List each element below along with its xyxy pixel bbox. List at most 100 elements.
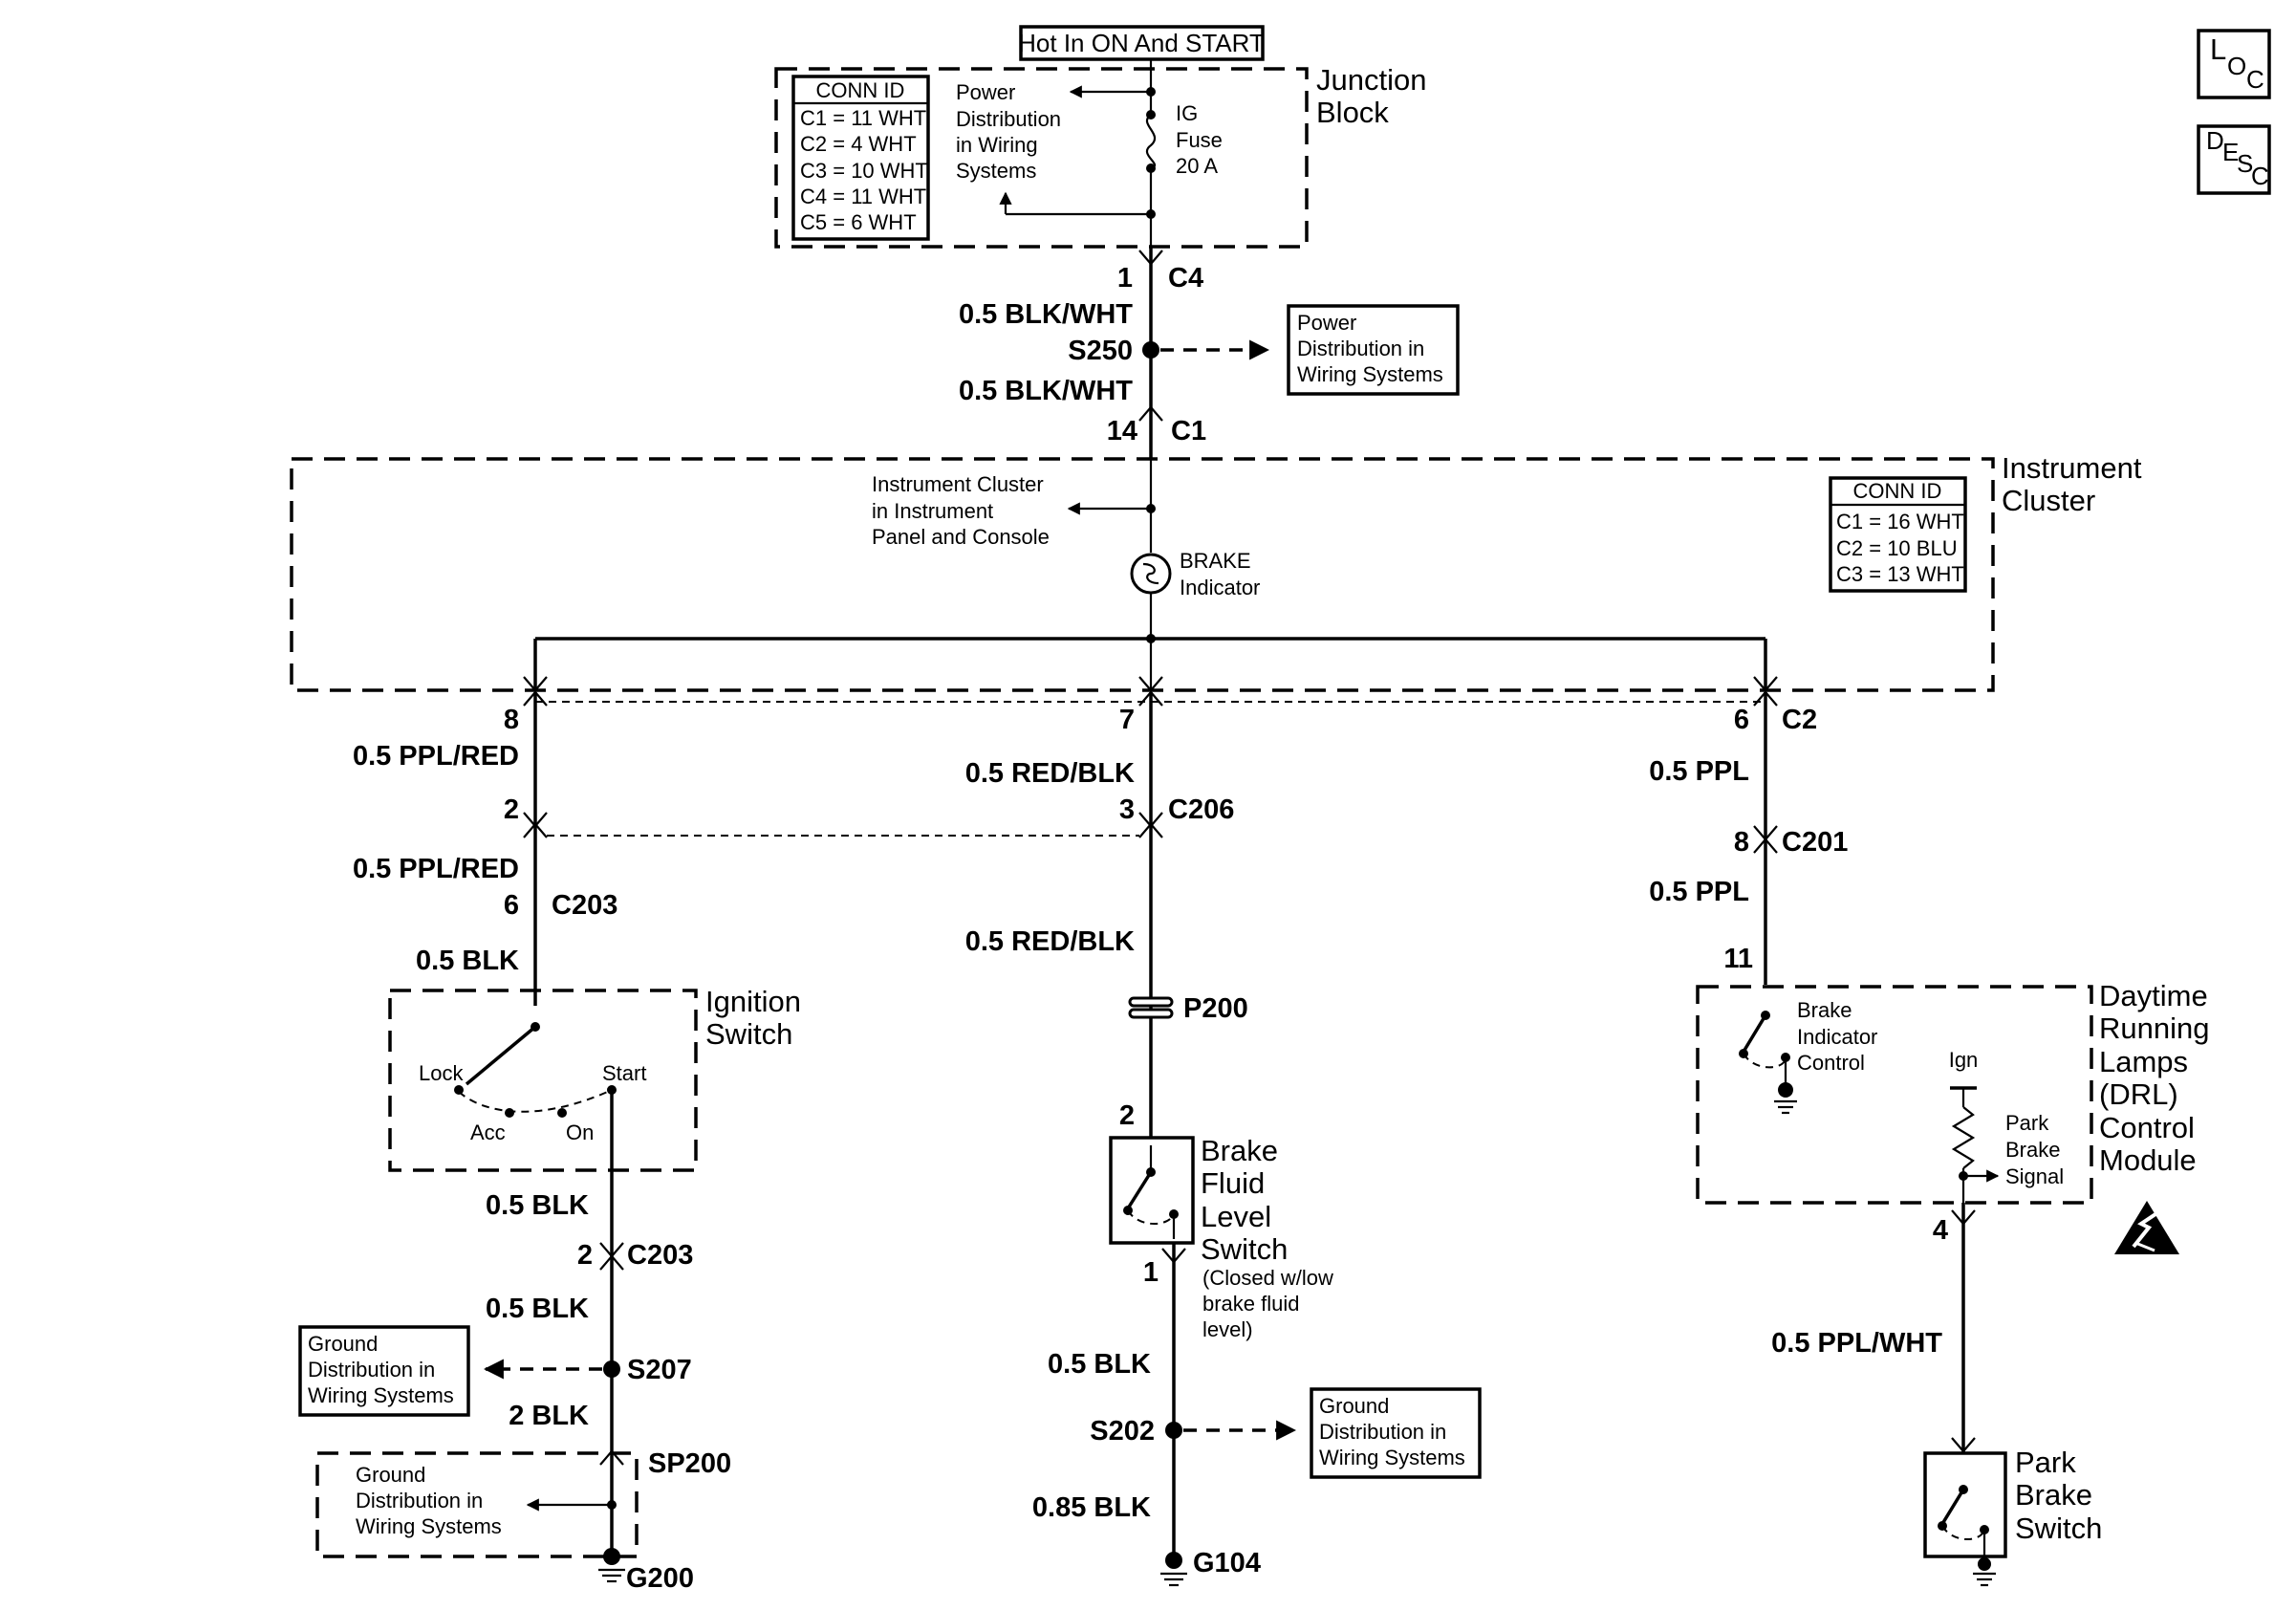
svg-text:G104: G104 (1193, 1548, 1261, 1578)
svg-text:level): level) (1202, 1317, 1253, 1341)
instrument-cluster: Instrument Cluster CONN ID C1 = 16 WHT C… (290, 451, 2142, 692)
svg-text:Ground: Ground (308, 1332, 378, 1356)
svg-text:0.5 RED/BLK: 0.5 RED/BLK (965, 926, 1135, 957)
svg-text:2: 2 (1119, 1100, 1135, 1131)
svg-text:C4 = 11 WHT: C4 = 11 WHT (800, 185, 926, 208)
svg-text:L: L (2210, 33, 2226, 66)
svg-text:Fuse: Fuse (1176, 128, 1223, 152)
svg-text:C2: C2 (1782, 705, 1817, 735)
g200-ground-icon (603, 1548, 620, 1565)
svg-text:C3 = 10 WHT: C3 = 10 WHT (800, 159, 928, 183)
svg-text:C203: C203 (627, 1240, 693, 1271)
svg-text:20 A: 20 A (1176, 154, 1218, 178)
svg-text:Wiring Systems: Wiring Systems (1297, 362, 1443, 386)
svg-text:Daytime: Daytime (2099, 979, 2208, 1012)
brake-fluid-level-switch: Brake Fluid Level Switch (Closed w/low b… (1109, 1134, 1333, 1341)
svg-text:On: On (566, 1120, 594, 1144)
svg-text:Systems: Systems (956, 159, 1036, 183)
c4-connector-icon (1138, 250, 1163, 266)
svg-text:Module: Module (2099, 1143, 2197, 1177)
ig-fuse-icon (1145, 114, 1157, 170)
center-branch: 7 0.5 RED/BLK 3 C206 0.5 RED/BLK P200 2 … (965, 690, 1482, 1587)
svg-text:C1 = 16 WHT: C1 = 16 WHT (1836, 510, 1964, 533)
svg-text:0.5 BLK/WHT: 0.5 BLK/WHT (959, 376, 1133, 406)
svg-text:C206: C206 (1168, 794, 1234, 825)
drl-control-module: Daytime Running Lamps (DRL) Control Modu… (1696, 979, 2209, 1205)
svg-text:Level: Level (1201, 1200, 1271, 1233)
svg-text:Park: Park (2015, 1446, 2076, 1479)
svg-text:C2 = 10 BLU: C2 = 10 BLU (1836, 536, 1958, 560)
brake-indicator-bulb-icon (1130, 553, 1172, 595)
svg-text:Wiring Systems: Wiring Systems (356, 1514, 502, 1538)
svg-text:1: 1 (1143, 1257, 1159, 1288)
svg-text:0.5 PPL: 0.5 PPL (1649, 877, 1749, 907)
svg-text:C: C (2251, 162, 2269, 190)
sp200-ground-block: Ground Distribution in Wiring Systems (315, 1451, 639, 1558)
svg-text:Switch: Switch (1201, 1232, 1288, 1266)
svg-text:Control: Control (2099, 1111, 2195, 1144)
svg-text:1: 1 (1117, 263, 1133, 294)
svg-text:2 BLK: 2 BLK (509, 1401, 589, 1431)
svg-text:(Closed w/low: (Closed w/low (1202, 1266, 1333, 1290)
svg-text:C1: C1 (1171, 416, 1206, 446)
svg-text:Control: Control (1797, 1051, 1865, 1075)
svg-text:Cluster: Cluster (2002, 484, 2095, 517)
svg-text:S: S (2237, 149, 2253, 178)
svg-text:0.5 BLK: 0.5 BLK (416, 946, 519, 976)
esd-warning-icon (2114, 1201, 2179, 1254)
svg-text:C4: C4 (1168, 263, 1203, 294)
right-branch: 6 C2 0.5 PPL 8 C201 0.5 PPL 11 Daytime R… (1649, 690, 2209, 1587)
svg-text:6: 6 (504, 890, 519, 921)
svg-text:C3 = 13 WHT: C3 = 13 WHT (1836, 562, 1964, 586)
svg-text:Power: Power (1297, 311, 1356, 335)
svg-text:0.5 PPL: 0.5 PPL (1649, 756, 1749, 787)
svg-text:Distribution in: Distribution in (356, 1489, 483, 1512)
desc-icon[interactable]: D E S C (2197, 124, 2271, 195)
park-brake-signal-circuit: Ign Park Brake Signal (1949, 1048, 2064, 1203)
svg-text:S207: S207 (627, 1355, 692, 1385)
s202-splice-icon (1165, 1422, 1182, 1439)
svg-text:Distribution in: Distribution in (308, 1358, 435, 1382)
cluster-ref-label: Instrument Cluster in Instrument Panel a… (872, 472, 1050, 549)
ig-fuse-label: IG Fuse 20 A (1176, 101, 1223, 178)
svg-text:11: 11 (1723, 944, 1753, 974)
junction-block: Junction Block CONN ID C1 = 11 WHT C2 = … (774, 59, 1426, 249)
svg-text:0.85 BLK: 0.85 BLK (1032, 1492, 1151, 1523)
svg-text:Switch: Switch (2015, 1512, 2102, 1545)
s250-power-distribution-box: Power Distribution in Wiring Systems (1287, 304, 1460, 396)
svg-text:Brake: Brake (1797, 998, 1852, 1022)
svg-text:Distribution in: Distribution in (1319, 1420, 1446, 1444)
s250-splice-icon (1142, 341, 1159, 359)
loc-icon[interactable]: L O C (2197, 29, 2271, 99)
svg-text:8: 8 (1734, 827, 1749, 858)
svg-text:Indicator: Indicator (1797, 1025, 1877, 1049)
svg-text:CONN ID: CONN ID (816, 78, 905, 102)
svg-text:O: O (2227, 52, 2246, 80)
g104-ground-icon (1165, 1552, 1182, 1569)
svg-text:0.5 BLK: 0.5 BLK (486, 1294, 589, 1324)
svg-text:C201: C201 (1782, 827, 1848, 858)
svg-text:Hot In ON And START: Hot In ON And START (1018, 29, 1265, 57)
svg-text:Brake: Brake (1201, 1134, 1278, 1167)
svg-text:0.5 BLK/WHT: 0.5 BLK/WHT (959, 299, 1133, 330)
svg-text:Start: Start (602, 1061, 646, 1085)
svg-text:Wiring Systems: Wiring Systems (308, 1383, 454, 1407)
svg-text:Indicator: Indicator (1180, 576, 1260, 599)
svg-text:S202: S202 (1090, 1416, 1155, 1447)
svg-text:D: D (2206, 126, 2224, 155)
c1-connector-icon (1138, 405, 1163, 422)
svg-text:Running: Running (2099, 1012, 2209, 1045)
svg-text:E: E (2222, 138, 2239, 166)
svg-text:0.5 PPL/WHT: 0.5 PPL/WHT (1771, 1328, 1942, 1359)
svg-text:Signal: Signal (2005, 1164, 2064, 1188)
svg-text:BRAKE: BRAKE (1180, 549, 1251, 573)
svg-text:0.5 PPL/RED: 0.5 PPL/RED (353, 741, 519, 772)
svg-text:brake fluid: brake fluid (1202, 1292, 1300, 1316)
svg-text:Block: Block (1316, 96, 1389, 129)
brake-indicator-control-switch: Brake Indicator Control (1739, 998, 1877, 1115)
feed-circuit: 1 C4 0.5 BLK/WHT S250 Power Distribution… (959, 247, 1460, 459)
resistor-icon (1951, 1106, 1976, 1169)
svg-text:2: 2 (577, 1240, 593, 1271)
svg-text:Power: Power (956, 80, 1015, 104)
